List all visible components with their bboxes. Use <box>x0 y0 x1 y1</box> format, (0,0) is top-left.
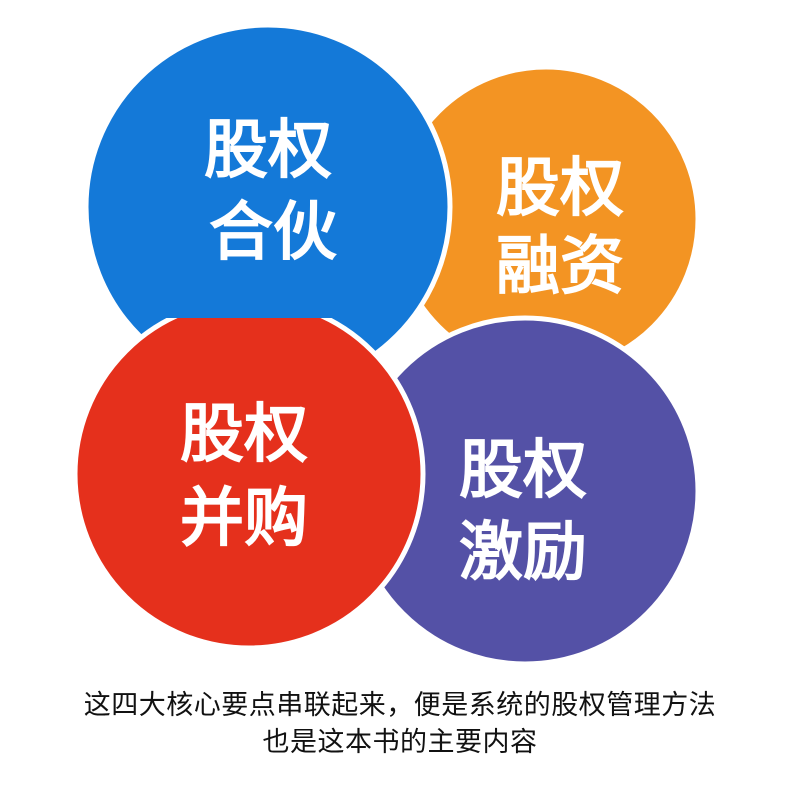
caption-line-1: 这四大核心要点串联起来，便是系统的股权管理方法 <box>83 690 717 721</box>
label-partnership-line2: 合伙 <box>209 196 337 270</box>
venn-diagram: 股权 合伙 股权 融资 股权 并购 股权 激励 <box>72 22 698 664</box>
label-partnership-line1: 股权 <box>204 114 332 188</box>
label-merger-line1: 股权 <box>180 398 308 472</box>
circle-shape-blue-overlay <box>83 22 453 318</box>
label-incentive-line2: 激励 <box>459 516 587 590</box>
caption-line-2: 也是这本书的主要内容 <box>262 727 538 758</box>
circle-shape-red <box>72 297 426 651</box>
label-incentive-line1: 股权 <box>459 434 587 508</box>
circle-equity-merger <box>72 297 426 651</box>
label-financing-line1: 股权 <box>496 152 624 226</box>
circle-equity-partnership-top <box>83 22 453 318</box>
label-merger-line2: 并购 <box>180 482 308 556</box>
label-financing-line2: 融资 <box>496 230 624 304</box>
